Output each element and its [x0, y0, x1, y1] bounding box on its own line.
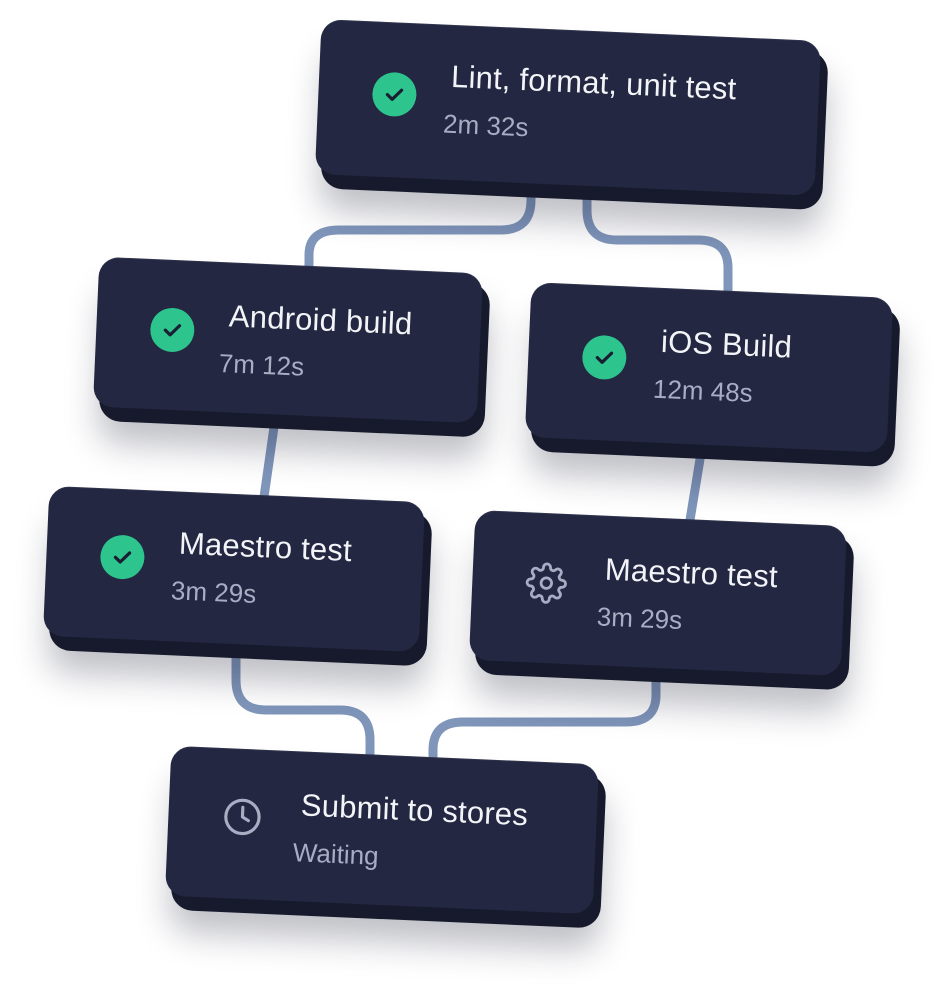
check-icon	[371, 71, 418, 118]
gear-icon	[523, 560, 569, 606]
check-icon	[99, 534, 146, 581]
clock-icon	[219, 794, 265, 840]
node-face	[524, 282, 894, 453]
node-duration: 3m 29s	[596, 601, 683, 636]
node-maestro-ios[interactable]: Maestro test 3m 29s	[468, 509, 855, 691]
node-face	[42, 485, 426, 653]
edge-lint-to-ios-build	[582, 183, 733, 297]
node-face	[92, 256, 484, 424]
edge-lint-to-android-build	[304, 180, 536, 273]
node-maestro-android[interactable]: Maestro test 3m 29s	[42, 485, 433, 667]
edge-android-build-to-maestro-android	[259, 415, 280, 502]
node-title: Maestro test	[604, 551, 779, 595]
node-android-build[interactable]: Android build 7m 12s	[92, 256, 491, 438]
node-title: iOS Build	[660, 323, 793, 365]
check-icon	[149, 307, 196, 353]
node-ios-build[interactable]: iOS Build 12m 48s	[524, 282, 901, 468]
node-status: Waiting	[292, 837, 380, 871]
edge-maestro-android-to-submit	[231, 645, 375, 763]
edge-ios-build-to-maestro-ios	[685, 442, 707, 525]
check-icon	[581, 334, 628, 381]
node-lint[interactable]: Lint, format, unit test 2m 32s	[314, 19, 829, 211]
node-duration: 2m 32s	[442, 108, 530, 143]
node-submit[interactable]: Submit to stores Waiting	[164, 745, 607, 929]
node-title: Maestro test	[178, 525, 353, 569]
node-duration: 7m 12s	[218, 348, 305, 382]
node-duration: 3m 29s	[170, 575, 257, 609]
edge-maestro-ios-to-submit	[428, 667, 661, 770]
node-duration: 12m 48s	[652, 373, 754, 408]
